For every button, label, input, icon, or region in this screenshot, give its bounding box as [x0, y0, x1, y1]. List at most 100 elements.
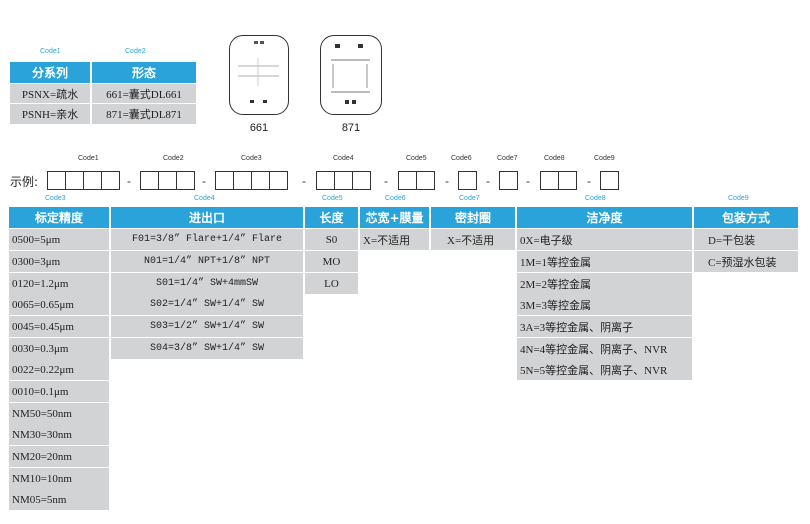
- separator-dash: -: [445, 174, 449, 188]
- series-psnh: PSNH=亲水: [10, 104, 90, 124]
- header-cleanliness: 洁净度: [517, 207, 692, 228]
- code-box: [416, 171, 435, 190]
- list-item: NM05=5nm: [9, 489, 109, 510]
- example-code7: Code7: [497, 155, 518, 162]
- separator-dash: -: [587, 174, 591, 188]
- list-item: 3M=3等控金属: [517, 294, 692, 315]
- col-code5: Code5: [322, 195, 343, 202]
- list-item: C=预湿水包装: [694, 251, 798, 272]
- example-code9: Code9: [594, 155, 615, 162]
- separator-dash: -: [127, 174, 131, 188]
- series-header: 分系列: [10, 62, 90, 83]
- list-item: S03=1/2” SW+1/4” SW: [111, 316, 303, 337]
- filter-661-drawing: [238, 41, 279, 103]
- list-item: 0030=0.3μm: [9, 338, 109, 359]
- list-item: 0065=0.65μm: [9, 294, 109, 315]
- list-item: S04=3/8” SW+1/4” SW: [111, 338, 303, 359]
- list-item: 0300=3μm: [9, 251, 109, 272]
- code-box: [540, 171, 559, 190]
- code-box: [398, 171, 417, 190]
- header-packaging: 包装方式: [694, 207, 798, 228]
- filter-871-drawing: [331, 44, 370, 104]
- figure-871-label: 871: [341, 122, 361, 134]
- col-code7: Code7: [459, 195, 480, 202]
- list-item: 4N=4等控金属、阴离子、NVR: [517, 338, 692, 359]
- list-item: D=干包装: [694, 229, 798, 250]
- list-item: S0: [305, 229, 358, 250]
- example-code3: Code3: [241, 155, 262, 162]
- example-code4: Code4: [333, 155, 354, 162]
- code-box: [316, 171, 335, 190]
- separator-dash: -: [526, 174, 530, 188]
- code2-label: Code2: [125, 48, 146, 55]
- header-seal: 密封圈: [431, 207, 515, 228]
- header-ports: 进出口: [111, 207, 303, 228]
- separator-dash: -: [202, 174, 206, 188]
- list-item: 0X=电子级: [517, 229, 692, 250]
- form-871: 871=囊式DL871: [92, 104, 196, 124]
- example-code8: Code8: [544, 155, 565, 162]
- code-box: [65, 171, 84, 190]
- code-box: [233, 171, 252, 190]
- code-box: [158, 171, 177, 190]
- list-item: 0500=5μm: [9, 229, 109, 250]
- core-item: X=不适用: [360, 229, 429, 250]
- code-box: [47, 171, 66, 190]
- list-item: NM50=50nm: [9, 403, 109, 424]
- code-box: [176, 171, 195, 190]
- example-code6: Code6: [451, 155, 472, 162]
- code-box: [499, 171, 518, 190]
- separator-dash: -: [384, 174, 388, 188]
- code1-label: Code1: [40, 48, 61, 55]
- list-item: NM30=30nm: [9, 424, 109, 445]
- series-psnx: PSNX=疏水: [10, 84, 90, 103]
- header-length: 长度: [305, 207, 358, 228]
- figure-661-label: 661: [249, 122, 269, 134]
- list-item: NM20=20nm: [9, 446, 109, 467]
- code-box: [600, 171, 619, 190]
- col-code4: Code4: [194, 195, 215, 202]
- example-code1: Code1: [78, 155, 99, 162]
- list-item: 0045=0.45μm: [9, 316, 109, 337]
- code-box: [269, 171, 288, 190]
- code-box: [334, 171, 353, 190]
- example-code5: Code5: [406, 155, 427, 162]
- col-code3: Code3: [45, 195, 66, 202]
- list-item: NM10=10nm: [9, 468, 109, 489]
- filter-871-figure: [320, 35, 382, 115]
- code-box: [458, 171, 477, 190]
- code-box: [140, 171, 159, 190]
- code-box: [215, 171, 234, 190]
- filter-661-figure: [229, 35, 289, 115]
- list-item: 1M=1等控金属: [517, 251, 692, 272]
- list-item: 5N=5等控金属、阴离子、NVR: [517, 359, 692, 380]
- header-core: 芯宽+膜量: [360, 207, 429, 228]
- separator-dash: -: [302, 174, 306, 188]
- example-label: 示例:: [10, 175, 39, 189]
- form-661: 661=囊式DL661: [92, 84, 196, 103]
- header-precision: 标定精度: [9, 207, 109, 228]
- col-code9: Code9: [728, 195, 749, 202]
- list-item: S01=1/4” SW+4mmSW: [111, 273, 303, 294]
- list-item: LO: [305, 273, 358, 294]
- list-item: 0022=0.22μm: [9, 359, 109, 380]
- code-box: [251, 171, 270, 190]
- example-code2: Code2: [163, 155, 184, 162]
- code-box: [558, 171, 577, 190]
- form-header: 形态: [92, 62, 196, 83]
- seal-item: X=不适用: [431, 229, 515, 250]
- col-code8: Code8: [585, 195, 606, 202]
- list-item: S02=1/4” SW+1/4” SW: [111, 294, 303, 315]
- list-item: 2M=2等控金属: [517, 273, 692, 294]
- col-code6: Code6: [385, 195, 406, 202]
- code-box: [352, 171, 371, 190]
- separator-dash: -: [486, 174, 490, 188]
- list-item: 0010=0.1μm: [9, 381, 109, 402]
- list-item: F01=3/8” Flare+1/4” Flare: [111, 229, 303, 250]
- list-item: MO: [305, 251, 358, 272]
- list-item: 3A=3等控金属、阴离子: [517, 316, 692, 337]
- code-box: [83, 171, 102, 190]
- code-box: [101, 171, 120, 190]
- list-item: 0120=1.2μm: [9, 273, 109, 294]
- list-item: N01=1/4” NPT+1/8” NPT: [111, 251, 303, 272]
